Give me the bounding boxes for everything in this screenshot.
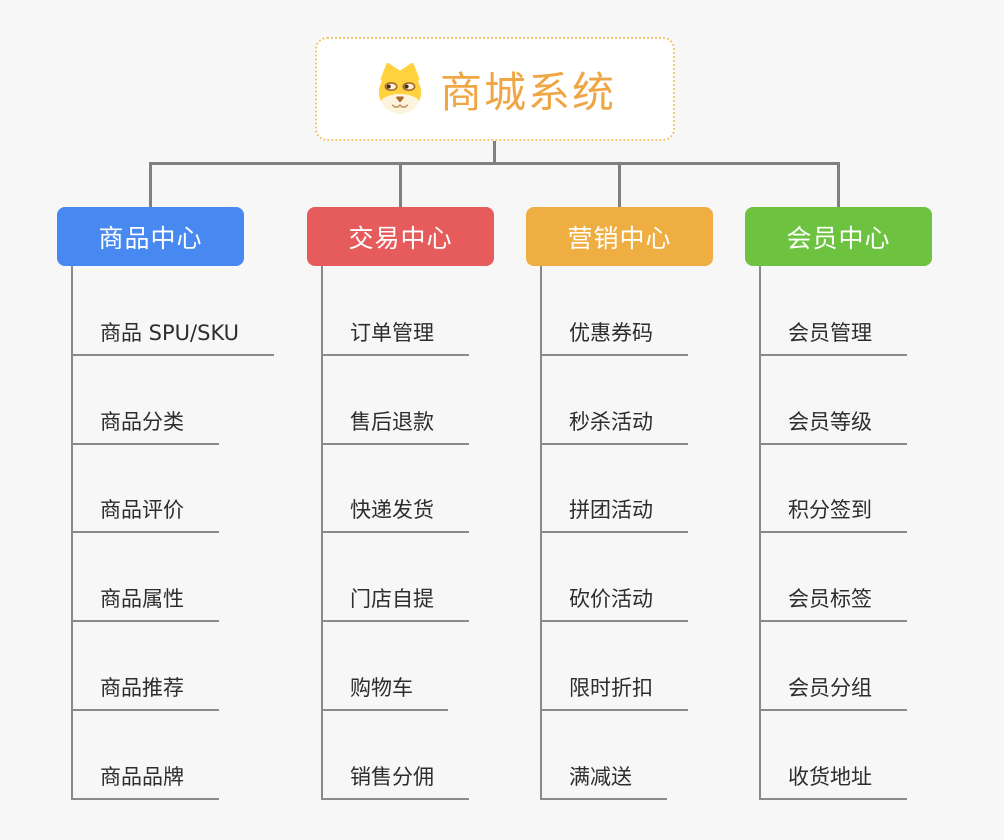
connector-drop-member	[837, 162, 840, 208]
leaf-item[interactable]: 商品品牌	[71, 764, 219, 800]
leaf-item[interactable]: 订单管理	[321, 320, 469, 356]
branch-marketing-center: 营销中心 优惠券码 秒杀活动 拼团活动 砍价活动 限时折扣 满减送	[526, 0, 781, 840]
connector-drop-marketing	[618, 162, 621, 208]
leaf-item[interactable]: 商品属性	[71, 586, 219, 622]
leaf-item[interactable]: 收货地址	[759, 764, 907, 800]
leaf-item[interactable]: 会员管理	[759, 320, 907, 356]
connector-drop-product	[149, 162, 152, 208]
leaf-item[interactable]: 商品 SPU/SKU	[71, 320, 275, 356]
leaf-item[interactable]: 商品推荐	[71, 675, 219, 711]
leaf-item[interactable]: 快递发货	[321, 497, 469, 533]
root-node-mall-system[interactable]: 商城系统	[315, 37, 675, 141]
leaf-item[interactable]: 售后退款	[321, 409, 469, 445]
branch-trade-center: 交易中心 订单管理 售后退款 快递发货 门店自提 购物车 销售分佣	[307, 0, 562, 840]
leaf-item[interactable]: 会员分组	[759, 675, 907, 711]
leaf-item[interactable]: 会员标签	[759, 586, 907, 622]
leaf-item[interactable]: 优惠券码	[540, 320, 688, 356]
leaf-item[interactable]: 会员等级	[759, 409, 907, 445]
leaf-item[interactable]: 销售分佣	[321, 764, 469, 800]
branch-header-member-center[interactable]: 会员中心	[745, 207, 932, 266]
branch-header-marketing-center[interactable]: 营销中心	[526, 207, 713, 266]
connector-rail	[149, 162, 840, 165]
leaf-item[interactable]: 砍价活动	[540, 586, 688, 622]
root-title: 商城系统	[439, 67, 616, 117]
dog-face-icon	[378, 63, 422, 114]
leaf-item[interactable]: 商品评价	[71, 497, 219, 533]
leaf-item[interactable]: 门店自提	[321, 586, 469, 622]
leaf-item[interactable]: 购物车	[321, 675, 448, 711]
leaf-item[interactable]: 秒杀活动	[540, 409, 688, 445]
leaf-item[interactable]: 积分签到	[759, 497, 907, 533]
branch-header-product-center[interactable]: 商品中心	[57, 207, 244, 266]
leaf-item[interactable]: 满减送	[540, 764, 667, 800]
branch-product-center: 商品中心 商品 SPU/SKU 商品分类 商品评价 商品属性 商品推荐 商品品牌	[57, 0, 312, 840]
leaf-item[interactable]: 限时折扣	[540, 675, 688, 711]
branch-header-trade-center[interactable]: 交易中心	[307, 207, 494, 266]
connector-drop-trade	[399, 162, 402, 208]
connector-root-stem	[493, 141, 496, 164]
branch-member-center: 会员中心 会员管理 会员等级 积分签到 会员标签 会员分组 收货地址	[745, 0, 1000, 840]
leaf-item[interactable]: 拼团活动	[540, 497, 688, 533]
leaf-item[interactable]: 商品分类	[71, 409, 219, 445]
